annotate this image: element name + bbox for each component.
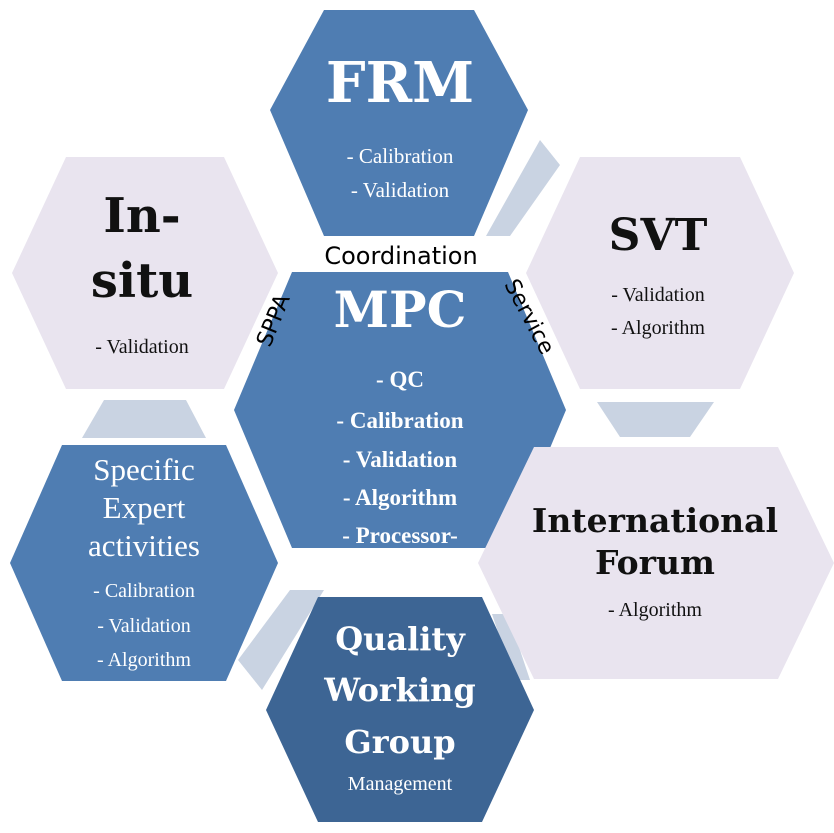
mpc-item: - Algorithm (343, 485, 457, 510)
svt-item: - Validation (611, 284, 705, 306)
specific-item: - Validation (97, 615, 191, 637)
frm-item: - Calibration (347, 144, 454, 168)
hexagon-specific (10, 445, 278, 681)
svt-title: SVT (609, 210, 708, 261)
specific-title-line2: Expert (103, 490, 186, 525)
forum-item: - Algorithm (608, 599, 702, 621)
coordination-label: Coordination (324, 242, 477, 270)
hexagon-mpc (234, 272, 566, 548)
connector-svt-forum (597, 402, 714, 437)
hexagon-frm (270, 10, 528, 236)
connector-insitu-specific (82, 400, 206, 438)
specific-item: - Algorithm (97, 649, 191, 671)
qwg-title-line2: Working (323, 671, 476, 709)
connector-forum-qwg (492, 614, 530, 680)
specific-title-line1: Specific (93, 452, 195, 487)
mpc-title: MPC (334, 280, 467, 339)
insitu-item: - Validation (95, 336, 189, 358)
forum-title-line2: Forum (595, 543, 715, 582)
hexagon-forum (478, 447, 834, 679)
qwg-title-line1: Quality (335, 620, 466, 658)
forum-title-line1: International (532, 501, 778, 540)
frm-item: - Validation (351, 178, 450, 202)
mpc-item: - QC (376, 367, 424, 392)
qwg-item: Management (348, 773, 453, 795)
mpc-item: - Validation (343, 447, 458, 472)
mpc-item: - Calibration (336, 408, 463, 433)
insitu-title-line2: situ (91, 253, 193, 309)
mpc-item: - Processor- (342, 523, 458, 548)
hexagon-qwg (266, 597, 534, 822)
insitu-title-line1: In- (103, 188, 180, 244)
connector-frm-svt (486, 140, 560, 236)
specific-title-line3: activities (88, 528, 200, 563)
svt-item: - Algorithm (611, 317, 705, 339)
qwg-title-line3: Group (344, 723, 455, 761)
specific-item: - Calibration (93, 580, 195, 602)
frm-title: FRM (326, 50, 474, 116)
hexagon-insitu (12, 157, 278, 389)
connector-specific-qwg (238, 590, 324, 690)
hexagon-svt (526, 157, 794, 389)
